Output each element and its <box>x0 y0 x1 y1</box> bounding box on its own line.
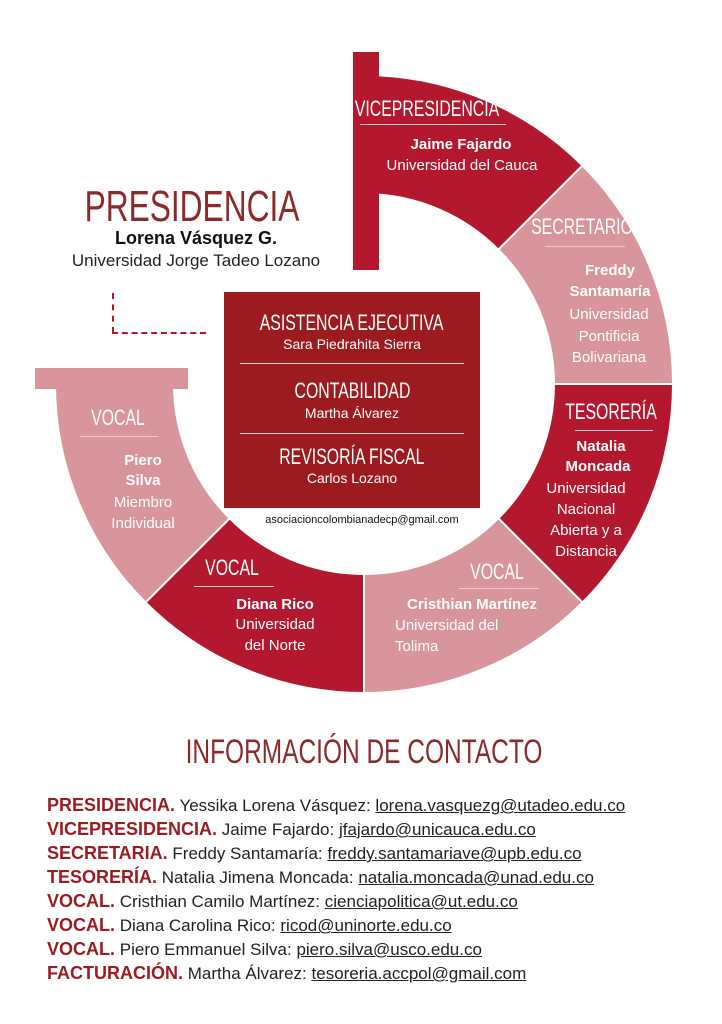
vocal-piero-name-1: Piero <box>124 452 162 469</box>
contabilidad-name: Martha Álvarez <box>304 405 400 421</box>
association-email[interactable]: asociacioncolombianadecp@gmail.com <box>265 514 459 526</box>
contact-row: VICEPRESIDENCIA. Jaime Fajardo: jfajardo… <box>47 819 625 843</box>
vocal-cristhian-name: Cristhian Martínez <box>406 596 538 613</box>
contact-name: Jaime Fajardo: <box>221 820 335 839</box>
contact-role: PRESIDENCIA. <box>47 795 176 815</box>
revisoria-title: REVISORÍA FISCAL <box>279 444 425 469</box>
tesoreria-org-3: Abierta y a <box>550 522 622 539</box>
contabilidad-title: CONTABILIDAD <box>294 378 410 403</box>
contact-name: Yessika Lorena Vásquez: <box>179 796 371 815</box>
contact-role: TESORERÍA. <box>47 867 158 887</box>
secretario-divider <box>545 246 625 247</box>
contact-row: VOCAL. Piero Emmanuel Silva: piero.silva… <box>47 939 625 963</box>
center-divider <box>240 433 464 434</box>
vocal-piero-divider <box>80 436 158 437</box>
secretario-title: SECRETARIO <box>531 214 633 239</box>
vicepresidencia-cap <box>353 52 379 270</box>
presidencia-org: Universidad Jorge Tadeo Lozano <box>71 251 321 270</box>
contact-email-link[interactable]: freddy.santamariave@upb.edu.co <box>327 844 582 863</box>
vocal-piero-name-2: Silva <box>125 472 161 489</box>
vocal-piero-cap <box>35 368 188 389</box>
vocal-piero-title: VOCAL <box>91 405 145 430</box>
contact-name: Cristhian Camilo Martínez: <box>119 892 321 911</box>
contact-role: VICEPRESIDENCIA. <box>47 819 218 839</box>
tesoreria-name-1: Natalia <box>576 438 626 455</box>
center-divider <box>240 363 464 364</box>
vice-name: Jaime Fajardo <box>410 136 512 153</box>
contact-role: VOCAL. <box>47 939 116 959</box>
tesoreria-divider <box>575 430 653 431</box>
contact-email-link[interactable]: cienciapolitica@ut.edu.co <box>324 892 518 911</box>
contact-email-link[interactable]: jfajardo@unicauca.edu.co <box>338 820 536 839</box>
contact-role: VOCAL. <box>47 915 116 935</box>
secretario-org-2: Pontificia <box>578 328 640 345</box>
vocal-cristhian-title: VOCAL <box>470 559 524 584</box>
vocal-cristhian-org-1: Universidad del <box>395 617 499 634</box>
presidencia-name: Lorena Vásquez G. <box>114 228 278 248</box>
contact-row: PRESIDENCIA. Yessika Lorena Vásquez: lor… <box>47 795 625 819</box>
asistencia-name: Sara Piedrahita Sierra <box>283 336 421 352</box>
contact-list: PRESIDENCIA. Yessika Lorena Vásquez: lor… <box>47 795 625 987</box>
vocal-piero-org-2: Individual <box>111 515 175 532</box>
contact-role: SECRETARIA. <box>47 843 168 863</box>
contact-name: Martha Álvarez: <box>187 964 307 983</box>
vocal-cristhian-org-2: Tolima <box>395 638 439 655</box>
vocal-diana-name: Diana Rico <box>236 596 314 613</box>
connector-dashed-vertical <box>112 293 114 333</box>
secretario-org-3: Bolivariana <box>571 349 647 366</box>
tesoreria-name-2: Moncada <box>565 458 631 475</box>
contact-email-link[interactable]: ricod@uninorte.edu.co <box>280 916 452 935</box>
contact-name: Natalia Jimena Moncada: <box>161 868 354 887</box>
revisoria-name: Carlos Lozano <box>306 470 398 486</box>
contact-email-link[interactable]: tesoreria.accpol@gmail.com <box>311 964 527 983</box>
contact-role: FACTURACIÓN. <box>47 963 183 983</box>
contact-row: TESORERÍA. Natalia Jimena Moncada: natal… <box>47 867 625 891</box>
vice-org: Universidad del Cauca <box>386 157 538 174</box>
vocal-diana-divider <box>194 586 274 587</box>
contact-name: Diana Carolina Rico: <box>119 916 276 935</box>
tesoreria-org-2: Nacional <box>556 501 616 518</box>
tesoreria-title: TESORERÍA <box>565 399 657 424</box>
contact-role: VOCAL. <box>47 891 116 911</box>
vice-title: VICEPRESIDENCIA <box>354 96 500 121</box>
secretario-name-1: Freddy <box>584 262 636 279</box>
tesoreria-org-1: Universidad <box>546 480 626 497</box>
presidencia-title: PRESIDENCIA <box>84 182 300 231</box>
connector-dashed-horizontal <box>112 332 206 334</box>
contact-row: SECRETARIA. Freddy Santamaría: freddy.sa… <box>47 843 625 867</box>
contact-name: Piero Emmanuel Silva: <box>119 940 292 959</box>
contact-email-link[interactable]: piero.silva@usco.edu.co <box>296 940 482 959</box>
vocal-piero-org-1: Miembro <box>113 494 173 511</box>
contact-name: Freddy Santamaría: <box>172 844 323 863</box>
secretario-name-2: Santamaría <box>569 283 651 300</box>
asistencia-title: ASISTENCIA EJECUTIVA <box>260 310 444 335</box>
vocal-diana-org-2: del Norte <box>244 637 306 654</box>
contact-row: VOCAL. Diana Carolina Rico: ricod@uninor… <box>47 915 625 939</box>
contact-email-link[interactable]: lorena.vasquezg@utadeo.edu.co <box>375 796 626 815</box>
contact-row: VOCAL. Cristhian Camilo Martínez: cienci… <box>47 891 625 915</box>
center-box: ASISTENCIA EJECUTIVA Sara Piedrahita Sie… <box>224 292 480 508</box>
tesoreria-org-4: Distancia <box>555 543 617 560</box>
vice-divider <box>360 124 506 125</box>
contact-row: FACTURACIÓN. Martha Álvarez: tesoreria.a… <box>47 963 625 987</box>
vocal-cristhian-divider <box>459 588 539 589</box>
vocal-diana-title: VOCAL <box>205 555 259 580</box>
secretario-org-1: Universidad <box>569 306 649 323</box>
contact-heading: INFORMACIÓN DE CONTACTO <box>185 733 543 771</box>
vocal-diana-org-1: Universidad <box>235 616 315 633</box>
contact-email-link[interactable]: natalia.moncada@unad.edu.co <box>358 868 594 887</box>
